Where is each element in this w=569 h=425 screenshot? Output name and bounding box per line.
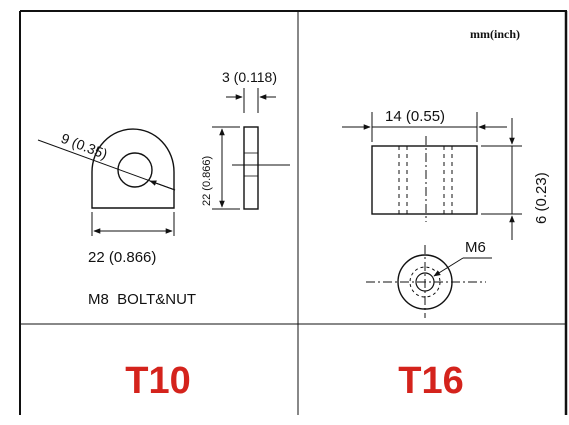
t16-drawing [342, 112, 522, 318]
t16-body [371, 145, 478, 215]
t10-title: T10 [125, 360, 190, 402]
t10-drawing [37, 88, 290, 236]
t10-bolt-hole [117, 152, 153, 188]
t10-side-view [243, 126, 259, 210]
t10-lug-outline [91, 128, 175, 209]
t10-width-label: 22 (0.866) [88, 249, 156, 266]
t16-width-label: 14 (0.55) [385, 108, 445, 125]
t16-title: T16 [398, 360, 463, 402]
table-frame [19, 10, 568, 415]
unit-note: mm(inch) [470, 27, 520, 41]
t16-thread-label: M6 [465, 239, 486, 256]
t16-height-label: 6 (0.23) [533, 172, 550, 224]
t10-hardware-label: M8 BOLT&NUT [88, 291, 196, 308]
t10-height-label: 22 (0.866) [201, 156, 213, 206]
t10-thickness-label: 3 (0.118) [222, 69, 277, 85]
